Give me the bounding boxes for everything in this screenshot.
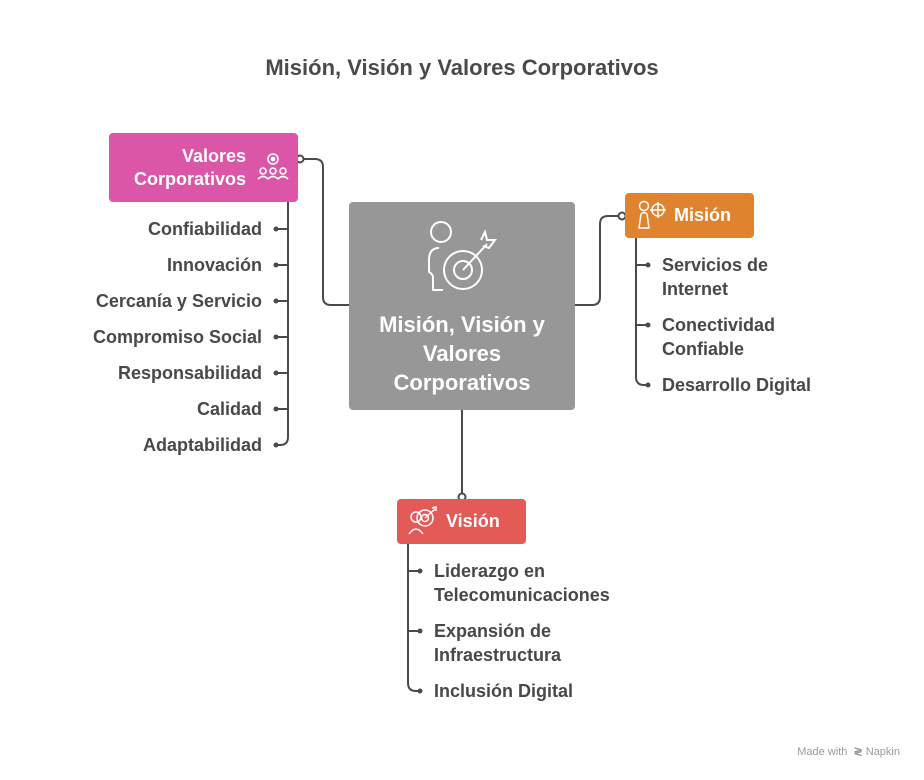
mision-item-line: Servicios de [662,255,769,275]
valores-item: Responsabilidad [117,363,262,383]
branch-dot [645,262,651,268]
vision-item: Expansión de Infraestructura [434,619,561,667]
vision-item: Liderazgo en Telecomunicaciones [434,559,610,607]
vision-item-line: Liderazgo en [434,561,546,581]
branch-dot [645,322,651,328]
valores-item: Innovación [166,255,262,275]
person-target-icon [428,221,497,291]
center-label-line: Misión, Visión y [379,312,545,337]
mision-label: Misión [674,205,731,225]
valores-bracket [276,202,289,446]
person-crosshair-icon [638,200,666,229]
vision-item-line: Expansión de [434,621,552,641]
napkin-logo-icon: ≷ [853,746,863,758]
valores-item: Confiabilidad [148,219,262,239]
footer-brand: Napkin [865,746,900,758]
made-with-napkin[interactable]: Made with ≷ Napkin [797,745,900,758]
mision-bracket [635,238,648,386]
branch-dot [273,442,279,448]
valores-node[interactable]: Valores Corporativos [109,133,298,202]
mision-item-line: Confiable [662,339,745,359]
mision-item: Servicios de Internet [662,253,768,301]
footer-text: Made with [797,746,848,758]
vision-item-line: Inclusión Digital [434,681,574,701]
valores-label-line: Valores [181,146,246,166]
valores-item: Cercanía y Servicio [95,291,262,311]
branch-dot [273,370,279,376]
center-label-line: Corporativos [393,370,531,395]
team-values-icon [257,153,289,180]
mision-item-line: Internet [662,279,729,299]
branch-dot [417,688,423,694]
branch-dot [273,298,279,304]
vision-target-icon [408,506,437,535]
branch-dot [645,382,651,388]
mision-item-line: Conectividad [662,315,776,335]
branch-dot [273,226,279,232]
vision-node[interactable]: Visión [397,499,526,544]
vision-item-line: Telecomunicaciones [434,585,610,605]
valores-item: Compromiso Social [92,327,262,347]
branch-dot [273,406,279,412]
mision-node[interactable]: Misión [625,193,754,238]
branch-dot [417,628,423,634]
connector-valores [300,158,349,306]
branch-dot [273,262,279,268]
diagram-title: Misión, Visión y Valores Corporativos [265,55,659,80]
valores-label-line: Corporativos [133,169,246,189]
valores-item: Adaptabilidad [142,435,262,455]
vision-item: Inclusión Digital [434,679,573,703]
center-node[interactable]: Misión, Visión y Valores Corporativos [349,202,575,410]
vision-bracket [407,544,420,692]
connector-mision [575,215,622,306]
vision-item-line: Infraestructura [434,645,562,665]
valores-item: Calidad [196,399,262,419]
vision-label: Visión [446,511,500,531]
branch-dot [273,334,279,340]
mision-item-line: Desarrollo Digital [662,375,812,395]
branch-dot [417,568,423,574]
mision-item: Desarrollo Digital [662,373,811,397]
center-label-line: Valores [422,341,502,366]
